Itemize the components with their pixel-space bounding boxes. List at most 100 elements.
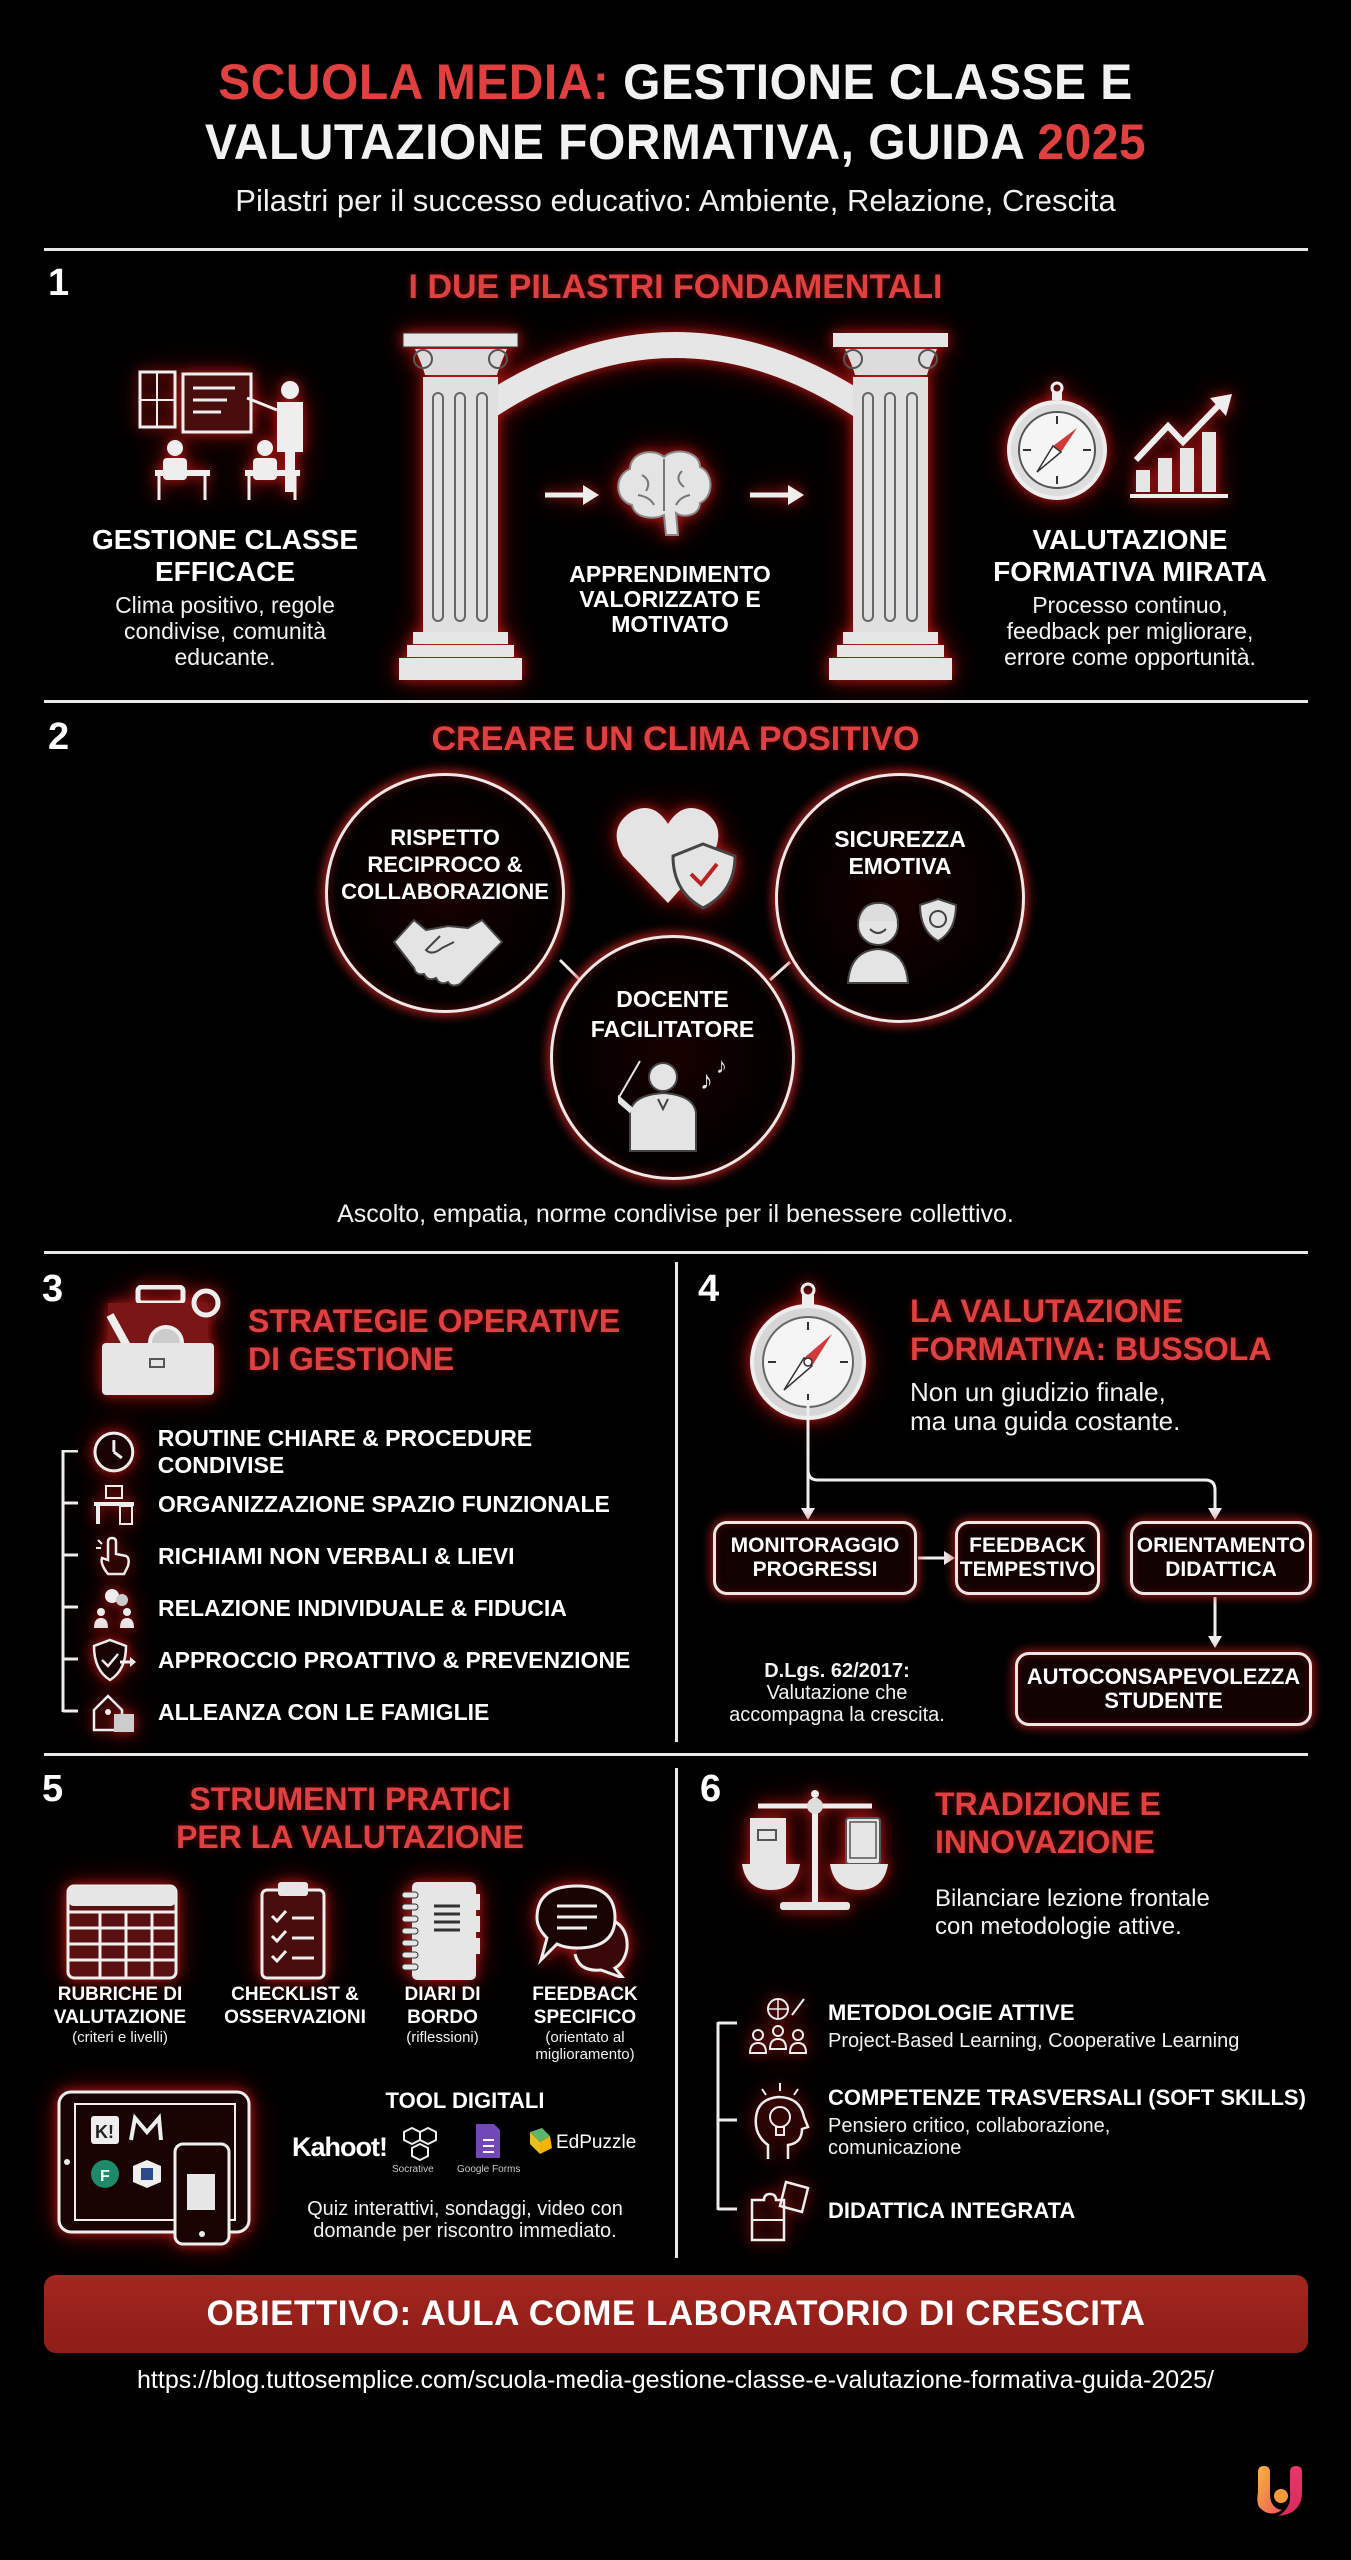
section-number: 6 [700,1768,722,1810]
brain-icon [612,445,717,540]
column-divider [675,1768,678,2258]
svg-text:♪: ♪ [716,1053,727,1078]
globe-team-icon [748,1998,808,2054]
divider [44,1251,1308,1254]
google-forms-label: Google Forms [457,2164,521,2175]
clock-icon [93,1431,135,1473]
digital-tools-heading: TOOL DIGITALI [385,2088,545,2113]
edpuzzle-logo-icon [530,2128,552,2154]
section4-desc: Non un giudizio finale,ma una guida cost… [910,1377,1181,1436]
handshake-icon [390,914,505,989]
tree-bracket [61,1450,78,1713]
innovation-item-competenze: COMPETENZE TRASVERSALI (SOFT SKILLS) Pen… [828,2085,1306,2159]
people-talk-icon [94,1589,134,1628]
title-red-part: SCUOLA MEDIA: [218,54,610,110]
title-white-part-2: VALUTAZIONE FORMATIVA, GUIDA [204,114,1038,170]
source-url[interactable]: https://blog.tuttosemplice.com/scuola-me… [137,2366,1214,2394]
digital-tools-logos: Kahoot! Socrative Google Forms EdPuzzle [292,2118,662,2178]
tablet-phone-icon: K! F [55,2088,265,2248]
list-item: RELAZIONE INDIVIDUALE & FIDUCIA [92,1586,567,1630]
desk-icon [94,1485,134,1525]
page-title: SCUOLA MEDIA: GESTIONE CLASSE E VALUTAZI… [27,52,1324,172]
compass-icon [1005,380,1110,500]
pillars-arch-icon [395,325,955,685]
innovation-item-didattica: DIDATTICA INTEGRATA [828,2198,1076,2223]
svg-text:K!: K! [95,2122,114,2142]
divider [44,248,1308,251]
conductor-icon: ♪ ♪ [618,1053,733,1153]
divider [44,1753,1308,1756]
tree-bracket [716,2021,737,2211]
child-shield-icon [838,891,968,986]
circle-connectors [558,958,792,982]
svg-text:F: F [100,2168,110,2185]
home-school-icon [92,1694,134,1732]
divider [44,700,1308,703]
kahoot-logo: Kahoot! [292,2132,388,2162]
heart-shield-icon [613,798,743,913]
section-heading: I DUE PILASTRI FONDAMENTALI [408,268,943,306]
hand-pointer-icon [96,1536,130,1576]
innovation-item-metodologie: METODOLOGIE ATTIVE Project-Based Learnin… [828,2000,1240,2052]
rubric-table-icon [66,1884,178,1980]
section-number: 2 [48,716,70,758]
title-year: 2025 [1037,114,1147,170]
section2-caption: Ascolto, empatia, norme condivise per il… [337,1200,1014,1228]
page-subtitle: Pilastri per il successo educativo: Ambi… [235,183,1116,218]
toolbox-icon [98,1285,228,1400]
section-number: 3 [42,1268,64,1310]
svg-text:♪: ♪ [700,1065,713,1095]
tool-checklist: CHECKLIST &OSSERVAZIONI [224,1984,366,2028]
lightbulb-head-icon [754,2083,810,2159]
list-item: ROUTINE CHIARE & PROCEDURE CONDIVISE [92,1425,662,1478]
classroom-icon [135,370,320,505]
notebook-icon [400,1880,484,1984]
list-item: ALLEANZA CON LE FAMIGLIE [92,1690,489,1734]
balance-scale-icon [740,1790,890,1920]
section-number: 1 [48,262,70,304]
section-number: 5 [42,1768,64,1810]
list-item: ORGANIZZAZIONE SPAZIO FUNZIONALE [92,1482,610,1526]
socrative-label: Socrative [392,2164,434,2175]
growth-chart-icon [1128,390,1238,500]
puzzle-icon [750,2180,810,2242]
list-item: RICHIAMI NON VERBALI & LIEVI [92,1534,515,1578]
google-forms-logo-icon [476,2124,500,2158]
clipboard-checklist-icon [258,1878,328,1982]
tuttosemplice-logo-icon [1257,2466,1302,2516]
section-heading: CREARE UN CLIMA POSITIVO [431,720,920,758]
title-white-part: GESTIONE CLASSE E [609,54,1133,110]
pillar-right-desc: Processo continuo,feedback per migliorar… [1004,592,1256,670]
edpuzzle-label: EdPuzzle [556,2132,637,2153]
socrative-logo-icon [403,2126,437,2162]
objective-banner: OBIETTIVO: AULA COME LABORATORIO DI CRES… [44,2275,1308,2353]
section-number: 4 [698,1268,720,1310]
speech-bubbles-icon [535,1882,635,1978]
shield-arrow-icon [92,1638,136,1682]
column-divider [675,1262,678,1742]
